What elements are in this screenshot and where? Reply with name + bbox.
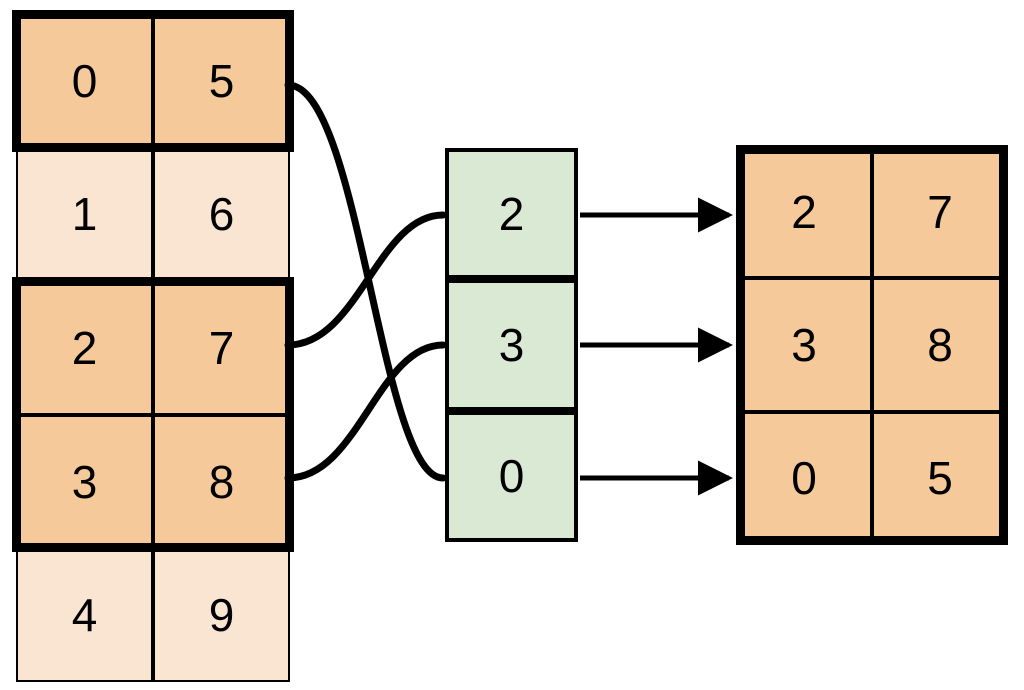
table-row[interactable]: 0 5 <box>16 14 290 148</box>
output-cell: 7 <box>872 145 1008 279</box>
source-cell: 1 <box>16 147 153 282</box>
source-cell: 4 <box>16 548 153 682</box>
index-cell[interactable]: 2 <box>445 148 578 280</box>
source-cell: 0 <box>16 14 153 148</box>
source-cell: 8 <box>153 414 290 549</box>
index-cell[interactable]: 0 <box>445 410 578 542</box>
source-cell: 5 <box>153 14 290 148</box>
table-row[interactable]: 0 5 <box>736 411 1008 545</box>
table-row[interactable]: 3 8 <box>736 278 1008 412</box>
table-row[interactable]: 2 7 <box>736 145 1008 279</box>
source-cell: 6 <box>153 147 290 282</box>
source-table: 0 5 1 6 2 7 3 8 4 9 <box>12 10 294 682</box>
output-cell: 0 <box>736 411 872 545</box>
connector-curve-row2-to-index0 <box>284 211 447 349</box>
index-cell[interactable]: 3 <box>445 279 578 411</box>
output-cell: 5 <box>872 411 1008 545</box>
output-table: 2 7 3 8 0 5 <box>736 145 1008 545</box>
source-cell: 9 <box>153 548 290 682</box>
table-row[interactable]: 1 6 <box>16 147 290 282</box>
source-cell: 3 <box>16 414 153 549</box>
source-cell: 7 <box>153 281 290 415</box>
index-column: 2 3 0 <box>445 148 578 542</box>
table-row[interactable]: 2 7 <box>16 281 290 415</box>
connector-curve-row0-to-index2 <box>284 81 447 482</box>
output-cell: 3 <box>736 278 872 412</box>
output-cell: 8 <box>872 278 1008 412</box>
source-cell: 2 <box>16 281 153 415</box>
output-cell: 2 <box>736 145 872 279</box>
table-row[interactable]: 4 9 <box>16 548 290 682</box>
connector-curve-row3-to-index1 <box>284 341 447 482</box>
table-row[interactable]: 3 8 <box>16 414 290 549</box>
